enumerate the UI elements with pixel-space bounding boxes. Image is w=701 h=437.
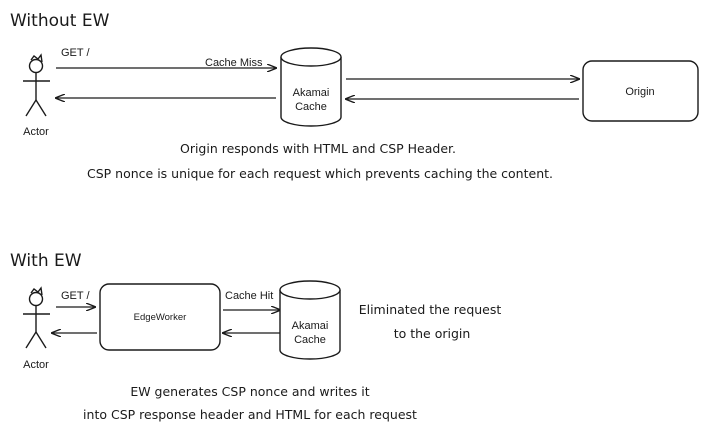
cache-label-line2: Cache (295, 101, 327, 113)
actor-leg-right (35, 99, 47, 117)
akamai-cache-cylinder (279, 280, 341, 360)
edgeworker-box (99, 283, 221, 351)
note-line-2: CSP nonce is unique for each request whi… (87, 166, 553, 181)
actor-leg-left (25, 331, 37, 349)
request-label: GET / (61, 290, 90, 302)
section-with-ew: With EW Actor GET / EdgeWorker Cache Hit… (10, 251, 501, 422)
side-note-line-1: Eliminated the request (359, 302, 502, 317)
origin-box (582, 60, 699, 122)
edgeworker-label: EdgeWorker (134, 312, 187, 323)
cache-label-line2: Cache (294, 334, 326, 346)
request-label: GET / (61, 47, 90, 59)
cache-status-label: Cache Hit (225, 290, 273, 302)
actor-leg-left (25, 99, 37, 117)
actor-head (28, 58, 44, 74)
actor-hair (30, 286, 43, 296)
actor-hair (30, 53, 43, 63)
cache-status-label: Cache Miss (205, 57, 263, 69)
note-line-1: EW generates CSP nonce and writes it (130, 384, 369, 399)
actor-head (28, 291, 44, 307)
section-without-ew: Without EW Actor GET / Cache Miss Akamai… (10, 11, 699, 181)
actor-label: Actor (23, 359, 49, 371)
actor-leg-right (35, 331, 47, 349)
actor-without-ew (23, 53, 50, 117)
cache-label-line1: Akamai (292, 320, 329, 332)
actor-label: Actor (23, 126, 49, 138)
note-line-1: Origin responds with HTML and CSP Header… (180, 141, 456, 156)
actor-with-ew (23, 286, 50, 349)
section-title-without-ew: Without EW (10, 11, 110, 31)
section-title-with-ew: With EW (10, 251, 82, 271)
side-note-line-2: to the origin (394, 326, 471, 341)
origin-label: Origin (625, 86, 654, 98)
akamai-cache-cylinder (280, 47, 342, 127)
note-line-2: into CSP response header and HTML for ea… (83, 407, 417, 422)
cache-label-line1: Akamai (293, 87, 330, 99)
